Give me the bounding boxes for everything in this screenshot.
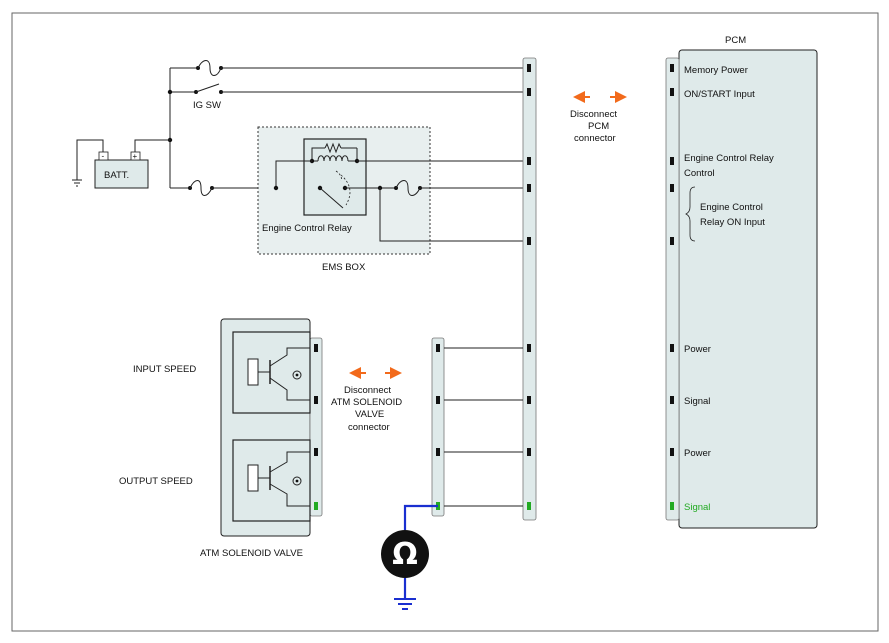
pcm-connector — [665, 57, 680, 521]
pcm-label: PCM — [725, 35, 746, 46]
pcm-signal-1: Signal — [684, 396, 710, 407]
pcm-memory-power: Memory Power — [684, 65, 748, 76]
disconnect-pcm-line1: Disconnect — [570, 109, 617, 120]
ohm-symbol: Ω — [392, 537, 418, 572]
ig-sw-label: IG SW — [193, 100, 221, 111]
transistor-icon — [247, 451, 310, 507]
switch-icon — [194, 83, 223, 94]
battery-minus: - — [102, 152, 105, 161]
disconnect-atm-line4: connector — [348, 422, 390, 433]
diagram-frame — [11, 12, 879, 632]
input-speed-sensor — [232, 331, 311, 414]
harness-connector-atm — [431, 337, 445, 517]
pcm-ecr-on-input-line1: Engine Control — [700, 202, 763, 213]
pcm-power-1: Power — [684, 344, 711, 355]
disconnect-atm-line1: Disconnect — [344, 385, 391, 396]
disconnect-atm-line2: ATM SOLENOID — [331, 397, 402, 408]
connector-pins-pcm — [670, 64, 674, 510]
transistor-icon — [247, 347, 310, 401]
ground-icon — [394, 598, 416, 610]
disconnect-pcm-line2: PCM — [588, 121, 609, 132]
fuse-icon — [188, 180, 214, 196]
disconnect-pcm-line3: connector — [574, 133, 616, 144]
meter-probe-lead — [403, 504, 438, 530]
output-speed-label: OUTPUT SPEED — [119, 476, 193, 487]
pcm-ecr-control-line2: Control — [684, 168, 715, 179]
pcm-ecr-control-line1: Engine Control Relay — [684, 153, 774, 164]
ground-icon — [72, 179, 82, 187]
fuse-icon — [196, 60, 223, 76]
atm-connector — [309, 337, 323, 517]
pcm-brace-icon — [685, 186, 696, 242]
engine-control-relay-label: Engine Control Relay — [262, 223, 352, 234]
ems-box-label: EMS BOX — [322, 262, 366, 273]
disconnect-atm-line3: VALVE — [355, 409, 384, 420]
ohmmeter-icon: Ω — [381, 530, 429, 578]
pcm-ecr-on-input-line2: Relay ON Input — [700, 217, 765, 228]
battery-label: BATT. — [104, 170, 129, 181]
battery-plus: + — [133, 152, 138, 161]
pcm-power-2: Power — [684, 448, 711, 459]
input-speed-label: INPUT SPEED — [133, 364, 196, 375]
engine-control-relay — [303, 138, 367, 216]
harness-connector-main — [522, 57, 537, 521]
battery: - + BATT. — [94, 152, 149, 189]
connector-pins-main — [527, 64, 531, 510]
pcm-signal-2: Signal — [684, 502, 710, 513]
atm-solenoid-valve-label: ATM SOLENOID VALVE — [200, 548, 303, 559]
pcm-on-start-input: ON/START Input — [684, 89, 755, 100]
connector-pins-atm — [314, 344, 318, 510]
